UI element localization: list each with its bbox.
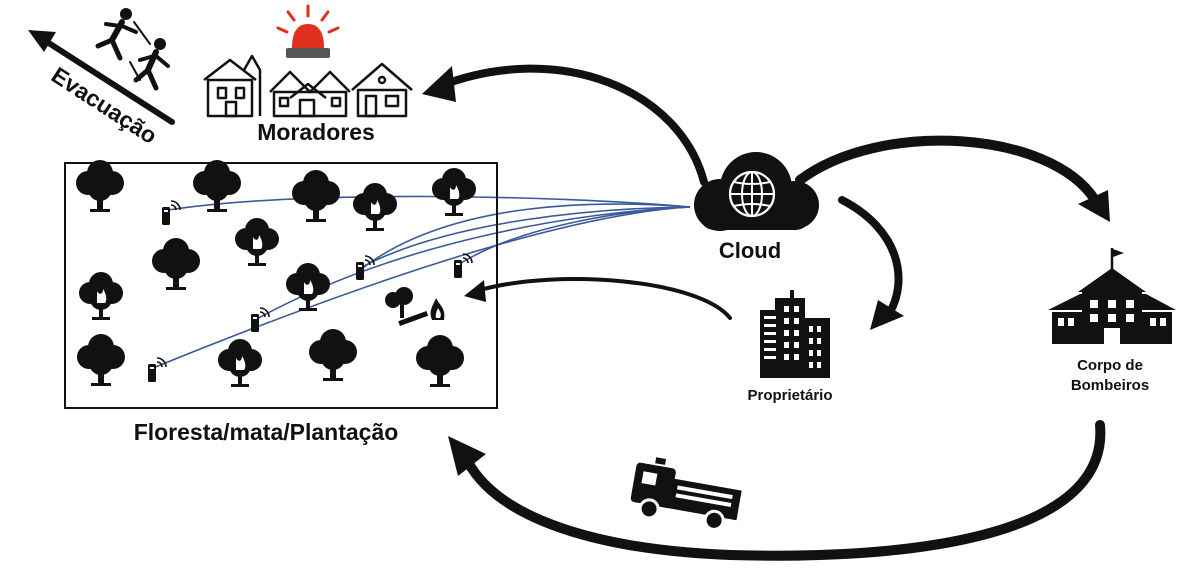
burnt-tree-icon <box>235 218 279 266</box>
burnt-tree-icon <box>218 339 262 387</box>
arrow-fire-dept-to-forest <box>448 420 1106 561</box>
tree-icon <box>77 334 125 386</box>
sensor-link <box>359 206 691 269</box>
arrow-owner-to-forest <box>464 277 732 320</box>
tree-icon <box>292 170 340 222</box>
residents-label: Moradores <box>257 119 375 145</box>
sensor-icon <box>147 357 167 383</box>
fire-station-icon <box>1048 248 1176 344</box>
house-icon <box>269 70 351 118</box>
evacuation-arrow <box>28 30 175 125</box>
fire-dept-label-line1: Corpo de <box>1077 357 1143 374</box>
sensor-icon <box>250 307 270 333</box>
alarm-siren-icon <box>276 4 340 58</box>
burnt-tree-icon <box>353 183 397 231</box>
running-people-icon <box>95 8 170 91</box>
tree-icon <box>152 238 200 290</box>
sensor-link <box>457 206 691 266</box>
sensor-icon <box>161 200 181 226</box>
sensor-link <box>152 206 691 369</box>
house-icon <box>351 62 413 118</box>
arrow-cloud-to-residents <box>422 64 708 186</box>
tree-icon <box>416 335 464 387</box>
fire-truck-icon <box>630 457 742 531</box>
owner-label: Proprietário <box>747 387 832 404</box>
burning-tree-icon <box>385 287 445 326</box>
tree-icon <box>76 160 124 212</box>
burnt-tree-icon <box>286 263 330 311</box>
forest-trees <box>76 160 476 387</box>
burnt-tree-icon <box>432 168 476 216</box>
burnt-tree-icon <box>79 272 123 320</box>
sensor-link <box>359 203 691 271</box>
tree-icon <box>193 160 241 212</box>
houses-icon <box>203 54 413 118</box>
tree-icon <box>309 329 357 381</box>
arrow-cloud-to-fire-dept <box>795 135 1110 222</box>
sensor-link <box>167 195 691 211</box>
fire-dept-label-line2: Bombeiros <box>1071 377 1149 394</box>
arrow-cloud-to-owner <box>838 196 904 330</box>
house-icon <box>203 54 262 118</box>
office-building-icon <box>760 290 830 378</box>
cloud-globe-icon <box>694 152 819 231</box>
forest-label: Floresta/mata/Plantação <box>134 419 399 445</box>
cloud-label: Cloud <box>719 238 781 263</box>
